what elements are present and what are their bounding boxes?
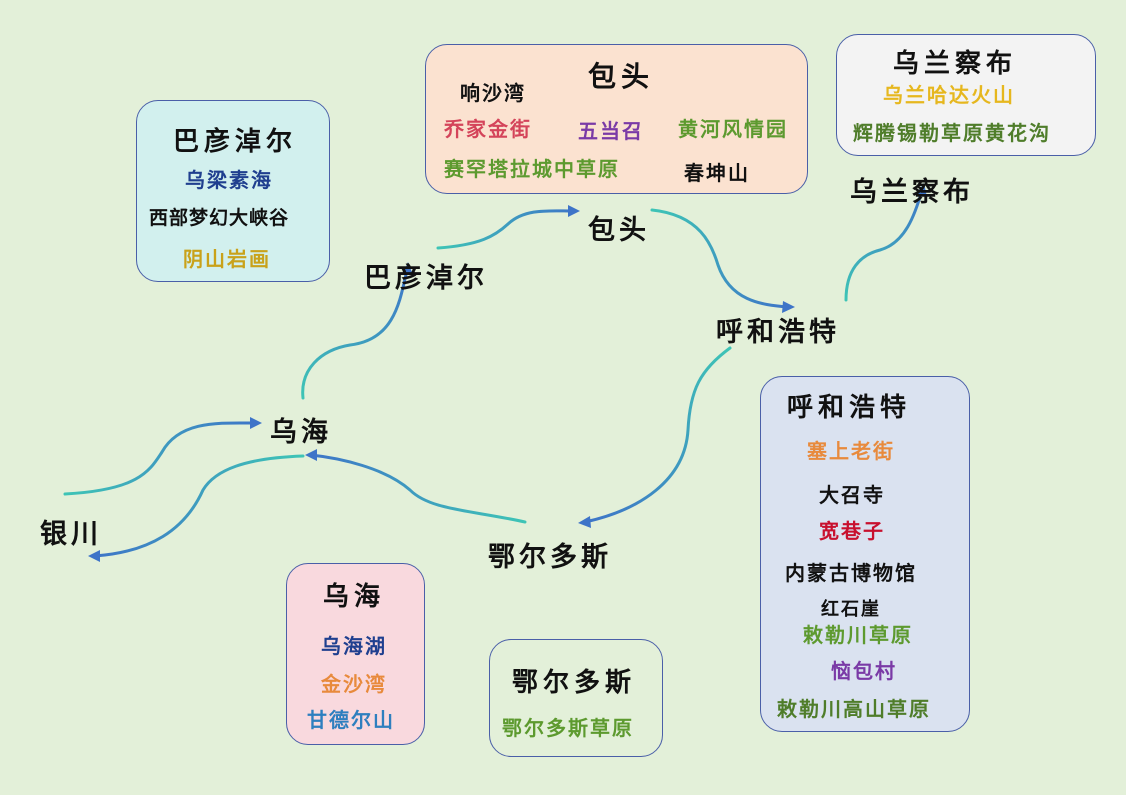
arrowhead-yinchuan	[88, 550, 100, 562]
spot-hongshiya: 红石崖	[821, 599, 881, 620]
spot-saishang-old-street: 塞上老街	[807, 439, 895, 463]
spot-dream-canyon: 西部梦幻大峡谷	[149, 207, 290, 229]
spot-ulanhada-volcano: 乌兰哈达火山	[883, 83, 1015, 107]
node-wuhai: 乌海	[270, 417, 332, 448]
box-hohhot: 呼和浩特 塞上老街 大召寺 宽巷子 内蒙古博物馆 红石崖 敕勒川草原 恼包村 敕…	[760, 376, 970, 732]
box-ordos: 鄂尔多斯 鄂尔多斯草原	[489, 639, 663, 757]
spot-jinshawan: 金沙湾	[321, 672, 387, 696]
arrowhead-ordos	[578, 516, 591, 528]
spot-wuliangsuhai: 乌梁素海	[185, 168, 273, 192]
spot-yinshan-rock-art: 阴山岩画	[183, 247, 271, 271]
spot-qiaojia-street: 乔家金街	[444, 117, 532, 141]
spot-chunkunshan: 春坤山	[684, 161, 750, 185]
box-wuhai: 乌海 乌海湖 金沙湾 甘德尔山	[286, 563, 425, 745]
box-title: 乌海	[323, 582, 386, 612]
node-ulanqab: 乌兰察布	[850, 177, 974, 208]
spot-wuhai-lake: 乌海湖	[321, 634, 387, 658]
arrowhead-bayannur	[402, 262, 413, 275]
arrowhead-ulanqab	[916, 183, 927, 197]
spot-yellow-river-park: 黄河风情园	[678, 117, 788, 141]
spot-naobao-village: 恼包村	[831, 659, 897, 683]
spot-huitengxile: 辉腾锡勒草原黄花沟	[853, 121, 1051, 145]
node-ordos: 鄂尔多斯	[488, 542, 612, 573]
node-baotou: 包头	[588, 215, 650, 246]
spot-dazhao-temple: 大召寺	[819, 483, 885, 507]
spot-wudangzhao: 五当召	[578, 119, 644, 143]
arrow-wuhai-to-yinchuan	[93, 454, 305, 558]
spot-chilechuan-grassland: 敕勒川草原	[803, 623, 913, 647]
arrowhead-wuhai-return	[305, 449, 317, 461]
node-hohhot: 呼和浩特	[716, 317, 840, 348]
spot-gandeer-mountain: 甘德尔山	[307, 708, 395, 732]
box-title: 乌兰察布	[893, 49, 1018, 79]
arrow-wuhai-to-bayannur	[301, 268, 409, 400]
node-yinchuan: 银川	[40, 519, 102, 550]
spot-saihantala: 赛罕塔拉城中草原	[444, 157, 620, 181]
arrow-yinchuan-to-wuhai	[63, 421, 257, 496]
arrowhead-hohhot	[782, 301, 795, 313]
spot-inner-mongolia-museum: 内蒙古博物馆	[785, 561, 917, 585]
spot-kuanxiangzi: 宽巷子	[819, 519, 885, 543]
box-title: 巴彦淖尔	[173, 127, 298, 157]
node-bayannur: 巴彦淖尔	[364, 263, 488, 294]
arrowhead-baotou	[568, 205, 580, 217]
spot-xiangshawan: 响沙湾	[460, 81, 526, 105]
spot-ordos-grassland: 鄂尔多斯草原	[502, 716, 634, 740]
arrow-hohhot-to-ordos	[583, 346, 732, 524]
arrowhead-wuhai	[250, 417, 262, 429]
box-bayannur: 巴彦淖尔 乌梁素海 西部梦幻大峡谷 阴山岩画	[136, 100, 330, 282]
arrow-ordos-to-wuhai	[309, 453, 527, 524]
box-baotou: 包头 响沙湾 乔家金街 五当召 黄河风情园 赛罕塔拉城中草原 春坤山	[425, 44, 808, 194]
box-title: 包头	[588, 60, 655, 93]
box-title: 鄂尔多斯	[512, 668, 637, 698]
box-title: 呼和浩特	[787, 393, 912, 423]
arrow-bayannur-to-baotou	[436, 209, 575, 250]
box-ulanqab: 乌兰察布 乌兰哈达火山 辉腾锡勒草原黄花沟	[836, 34, 1096, 156]
arrow-hohhot-to-ulanqab	[844, 188, 924, 302]
spot-chilechuan-highland: 敕勒川高山草原	[777, 697, 931, 721]
arrow-baotou-to-hohhot	[650, 208, 790, 309]
